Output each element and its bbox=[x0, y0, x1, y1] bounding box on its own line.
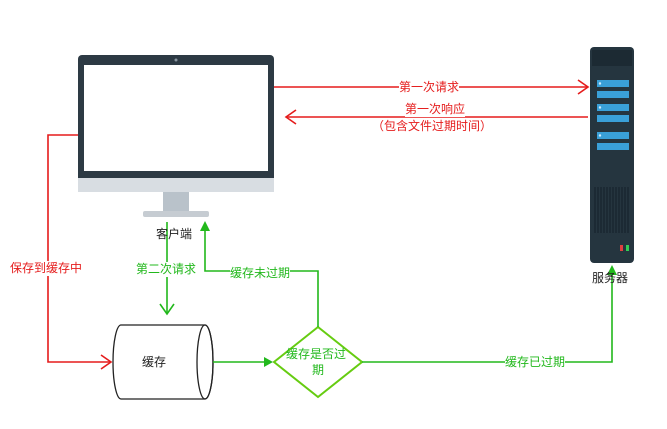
first-request-label: 第一次请求 bbox=[399, 80, 460, 95]
second-request-label: 第二次请求 bbox=[136, 262, 197, 277]
cache-to-decision-arrow bbox=[213, 357, 273, 367]
first-response-label: 第一次响应 bbox=[405, 102, 466, 117]
cache-not-expired-label: 缓存未过期 bbox=[230, 266, 291, 281]
client-label: 客户端 bbox=[156, 227, 193, 241]
client-monitor-icon bbox=[78, 55, 274, 217]
cache-cylinder bbox=[112, 324, 214, 400]
cache-expired-label: 缓存已过期 bbox=[505, 355, 566, 370]
server-icon bbox=[590, 47, 634, 263]
decision-label-line2: 期 bbox=[312, 363, 325, 377]
save-to-cache-label: 保存到缓存中 bbox=[10, 261, 83, 276]
cache-expired-arrow bbox=[362, 265, 617, 363]
cache-label: 缓存 bbox=[142, 355, 167, 369]
first-response-detail-label: （包含文件过期时间） bbox=[372, 119, 493, 134]
server-label: 服务器 bbox=[592, 271, 629, 285]
decision-diamond bbox=[272, 325, 364, 399]
decision-label-line1: 缓存是否过 bbox=[286, 347, 347, 361]
first-response-arrow bbox=[284, 109, 588, 125]
save-to-cache-arrow bbox=[47, 134, 113, 370]
